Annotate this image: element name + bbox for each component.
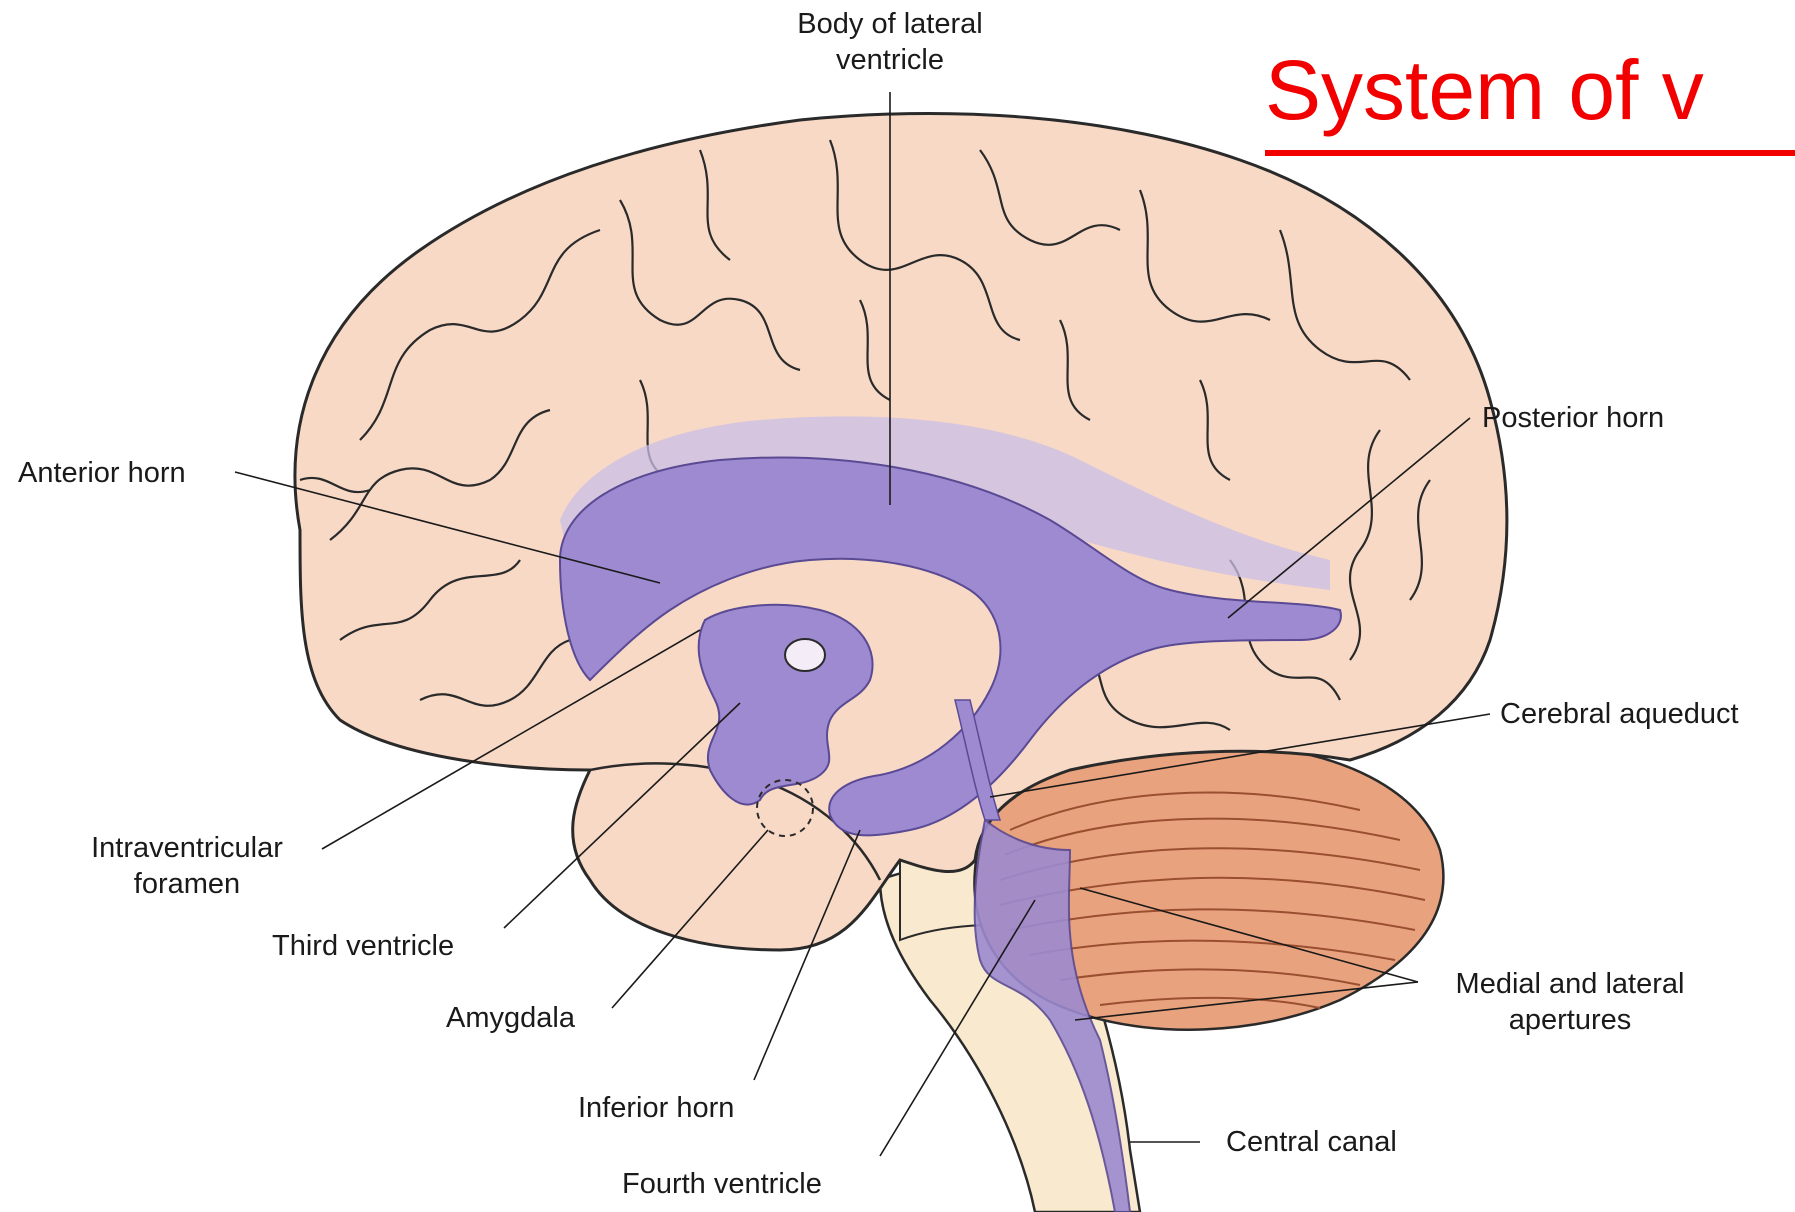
interthalamic-adhesion <box>785 639 825 671</box>
label-line: foramen <box>62 866 312 902</box>
label-posterior-horn: Posterior horn <box>1482 400 1664 436</box>
label-amygdala: Amygdala <box>446 1000 575 1036</box>
label-intraventricular-foramen: Intraventricular foramen <box>62 830 312 902</box>
label-medial-and-lateral-apertures: Medial and lateral apertures <box>1420 966 1720 1038</box>
label-cerebral-aqueduct: Cerebral aqueduct <box>1500 696 1739 732</box>
label-line: ventricle <box>780 42 1000 78</box>
label-body-of-lateral-ventricle: Body of lateral ventricle <box>780 6 1000 78</box>
label-line: apertures <box>1420 1002 1720 1038</box>
label-central-canal: Central canal <box>1226 1124 1397 1160</box>
label-line: Body of lateral <box>780 6 1000 42</box>
slide-title: System of v <box>1265 40 1704 140</box>
label-line: Intraventricular <box>62 830 312 866</box>
title-underline <box>1265 150 1795 156</box>
label-third-ventricle: Third ventricle <box>272 928 454 964</box>
label-inferior-horn: Inferior horn <box>578 1090 734 1126</box>
label-line: Medial and lateral <box>1420 966 1720 1002</box>
label-fourth-ventricle: Fourth ventricle <box>622 1166 822 1202</box>
label-anterior-horn: Anterior horn <box>18 455 186 491</box>
